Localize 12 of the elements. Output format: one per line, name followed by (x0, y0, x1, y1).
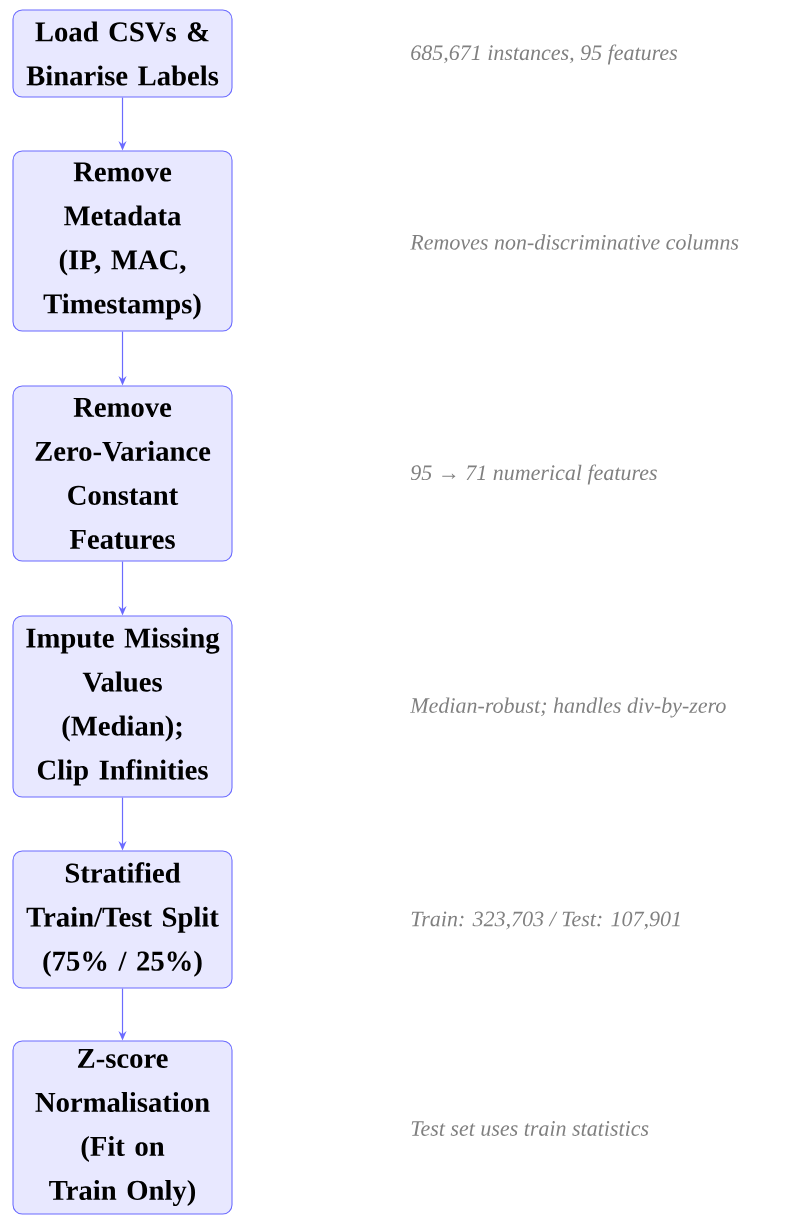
process-box: Z-score Normalisation (Fit on Train Only) (12, 1040, 233, 1215)
side-note: Train: 323,703 / Test: 107,901 (411, 911, 680, 930)
side-note: 95 → 71 numerical features (410, 464, 657, 485)
process-box: Load CSVs & Binarise Labels (12, 9, 233, 98)
process-box: Impute Missing Values (Median); Clip Infinities (12, 615, 233, 798)
side-note: 685,671 instances, 95 features (411, 44, 678, 65)
process-box: Stratified Train/Test Split (75% / 25%) (12, 850, 233, 989)
side-note: Test set uses train statistics (411, 1121, 649, 1136)
process-box: Remove Zero-Variance Constant Features (12, 385, 233, 562)
process-box: Remove Metadata (IP, MAC, Timestamps) (12, 150, 233, 332)
side-note: Median-robust; handles div-by-zero (410, 697, 726, 718)
side-note: Removes non-discriminative columns (410, 234, 739, 250)
